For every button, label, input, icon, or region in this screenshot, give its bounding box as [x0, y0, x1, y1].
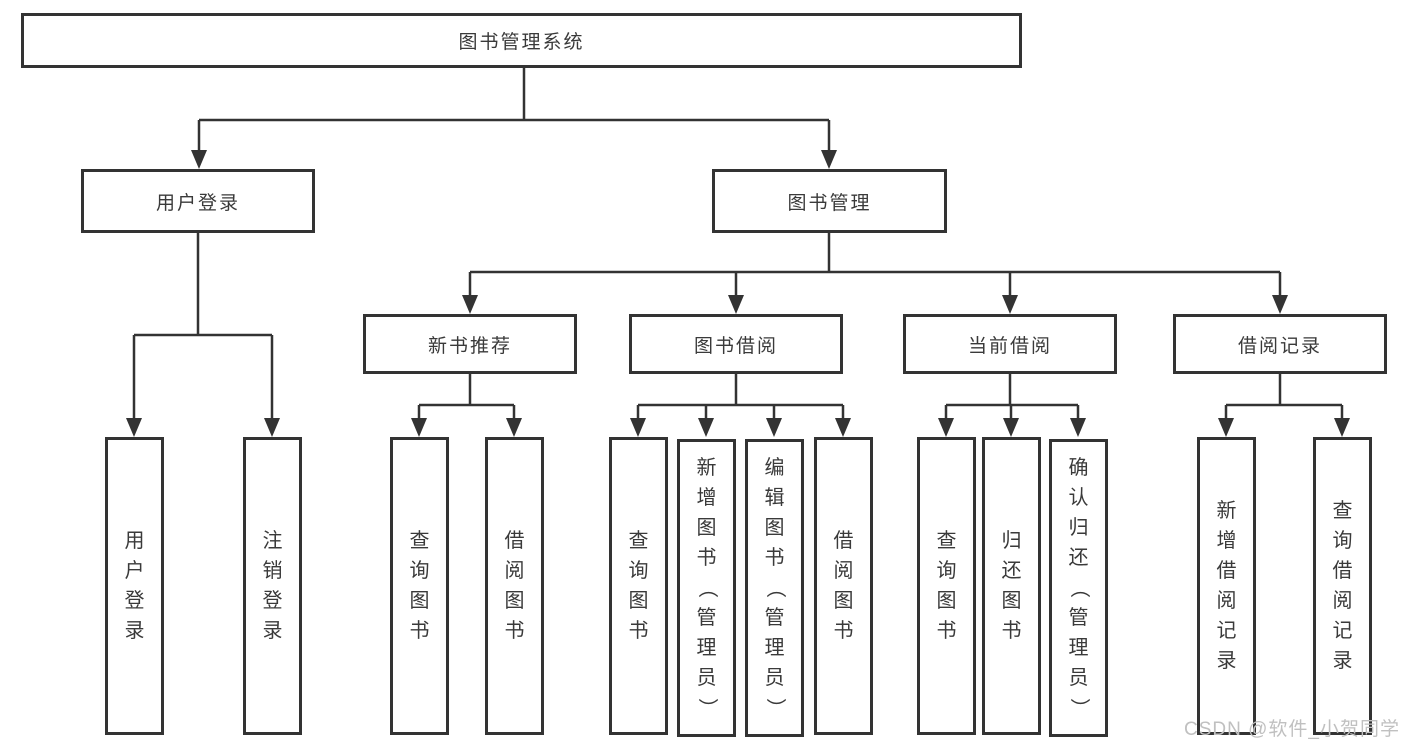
node-root-system: 图书管理系统 — [21, 13, 1022, 68]
leaf-records-add-record: 新增借阅记录 — [1197, 437, 1256, 735]
leaf-borrowing-query-books: 查询图书 — [609, 437, 668, 735]
leaf-borrowing-borrow-books: 借阅图书 — [814, 437, 873, 735]
node-book-borrowing: 图书借阅 — [629, 314, 843, 374]
leaf-borrowing-add-books-admin: 新增图书（管理员） — [677, 439, 736, 737]
node-borrowing-records: 借阅记录 — [1173, 314, 1387, 374]
leaf-recommend-borrow-books: 借阅图书 — [485, 437, 544, 735]
node-user-login: 用户登录 — [81, 169, 315, 233]
leaf-logout: 注销登录 — [243, 437, 302, 735]
leaf-current-query-books: 查询图书 — [917, 437, 976, 735]
csdn-watermark: CSDN @软件_小贺同学 — [1184, 719, 1400, 740]
leaf-recommend-query-books: 查询图书 — [390, 437, 449, 735]
leaf-current-return-books: 归还图书 — [982, 437, 1041, 735]
node-new-book-recommend: 新书推荐 — [363, 314, 577, 374]
leaf-current-confirm-return-admin: 确认归还（管理员） — [1049, 439, 1108, 737]
leaf-borrowing-edit-books-admin: 编辑图书（管理员） — [745, 439, 804, 737]
node-current-borrowing: 当前借阅 — [903, 314, 1117, 374]
node-book-management: 图书管理 — [712, 169, 947, 233]
leaf-user-login: 用户登录 — [105, 437, 164, 735]
arrowheads — [126, 150, 1350, 437]
leaf-records-query-record: 查询借阅记录 — [1313, 437, 1372, 735]
